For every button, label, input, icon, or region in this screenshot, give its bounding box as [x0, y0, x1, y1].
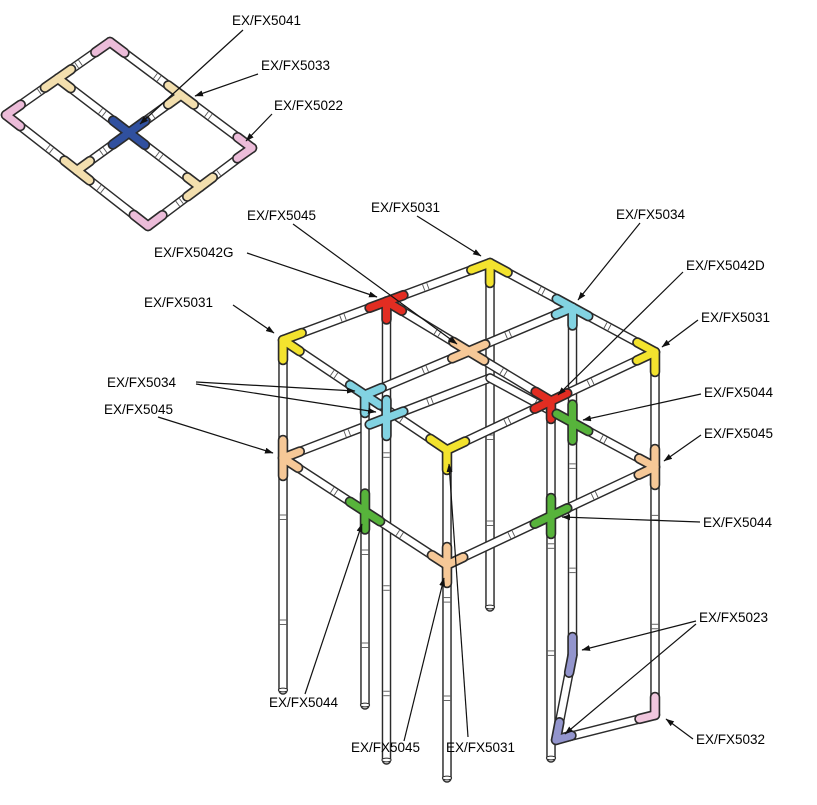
- part-label: EX/FX5042G: [154, 245, 234, 260]
- leader-arrow: [245, 113, 273, 142]
- connectors-layer: [0, 36, 661, 746]
- connector-ex-fx5031: [277, 327, 307, 366]
- leader-arrow: [292, 223, 458, 345]
- leader-arrow: [232, 304, 275, 334]
- leader-arrow: [446, 463, 469, 738]
- tube-open-end: [359, 702, 371, 708]
- part-label: EX/FX5032: [696, 732, 765, 747]
- connector-ex-fx5045: [426, 541, 469, 589]
- connector-ex-fx5022: [90, 36, 130, 59]
- leader-arrow: [564, 623, 697, 735]
- connector-ex-fx5033: [39, 64, 77, 94]
- leader-arrow: [139, 29, 244, 125]
- connector-ex-fx5042g: [364, 289, 409, 325]
- part-label: EX/FX5045: [704, 426, 773, 441]
- connector-ex-fx5045: [277, 434, 306, 482]
- leader-arrow: [403, 577, 446, 742]
- leader-arrow: [582, 393, 702, 422]
- part-label: EX/FX5031: [144, 295, 213, 310]
- part-label: EX/FX5045: [104, 402, 173, 417]
- tube-open-end: [277, 687, 289, 693]
- connector-ex-fx5031: [425, 433, 471, 476]
- part-label: EX/FX5033: [261, 58, 330, 73]
- leader-arrows: [139, 29, 702, 742]
- leader-arrow: [195, 381, 356, 394]
- leader-arrow: [561, 514, 701, 523]
- connector-ex-fx5045: [633, 443, 661, 491]
- leader-arrow: [663, 434, 702, 462]
- tube-open-end: [545, 755, 557, 761]
- leader-arrow: [557, 271, 684, 396]
- tube: [360, 390, 370, 710]
- leader-arrow: [157, 416, 274, 454]
- leader-arrow: [246, 252, 378, 298]
- tube-open-end: [441, 775, 453, 781]
- tube: [278, 335, 288, 695]
- part-label: EX/FX5031: [446, 740, 515, 755]
- part-labels: EX/FX5041 EX/FX5033 EX/FX5022 EX/FX5045 …: [104, 13, 774, 755]
- leader-arrow: [195, 383, 377, 414]
- tube: [567, 302, 578, 660]
- part-label: EX/FX5042D: [686, 258, 765, 273]
- part-label: EX/FX5044: [703, 515, 773, 530]
- connector-ex-fx5044: [344, 488, 386, 535]
- connector-ex-fx5034: [344, 379, 387, 419]
- part-label: EX/FX5041: [232, 13, 301, 28]
- part-label: EX/FX5034: [616, 207, 686, 222]
- connector-ex-fx5044: [529, 492, 573, 540]
- part-label: EX/FX5044: [269, 695, 339, 710]
- part-label: EX/FX5022: [274, 98, 343, 113]
- connector-ex-fx5022: [128, 209, 168, 232]
- connector-ex-fx5023: [563, 631, 578, 678]
- connector-ex-fx5031: [466, 257, 513, 289]
- tube-open-end: [484, 604, 496, 610]
- part-label: EX/FX5045: [351, 740, 420, 755]
- connector-ex-fx5033: [162, 80, 200, 110]
- part-label: EX/FX5031: [701, 310, 770, 325]
- leader-arrow: [194, 73, 259, 97]
- connector-ex-fx5045: [446, 336, 491, 366]
- part-label: EX/FX5023: [699, 610, 768, 625]
- tube: [546, 396, 556, 763]
- connector-ex-fx5032: [634, 691, 661, 725]
- part-label: EX/FX5044: [704, 385, 774, 400]
- connector-ex-fx5034: [550, 293, 594, 331]
- connector-ex-fx5033: [181, 172, 219, 202]
- connector-ex-fx5031: [631, 337, 661, 378]
- tube-open-end: [381, 757, 392, 763]
- leader-arrow: [577, 222, 641, 301]
- leader-arrow: [304, 523, 363, 695]
- connector-ex-fx5023: [550, 717, 577, 746]
- leader-arrow: [581, 620, 697, 651]
- part-label: EX/FX5045: [247, 208, 316, 223]
- connector-ex-fx5033: [59, 155, 96, 186]
- part-label: EX/FX5031: [371, 200, 440, 215]
- connector-ex-fx5044: [551, 399, 594, 446]
- part-label: EX/FX5034: [107, 375, 177, 390]
- connector-ex-fx5034: [364, 394, 409, 442]
- leader-arrow: [416, 215, 482, 257]
- tube: [442, 445, 452, 783]
- leader-arrow: [661, 319, 699, 348]
- connector-ex-fx5022: [232, 131, 258, 164]
- connector-ex-fx5022: [0, 99, 26, 132]
- leader-arrow: [665, 718, 694, 740]
